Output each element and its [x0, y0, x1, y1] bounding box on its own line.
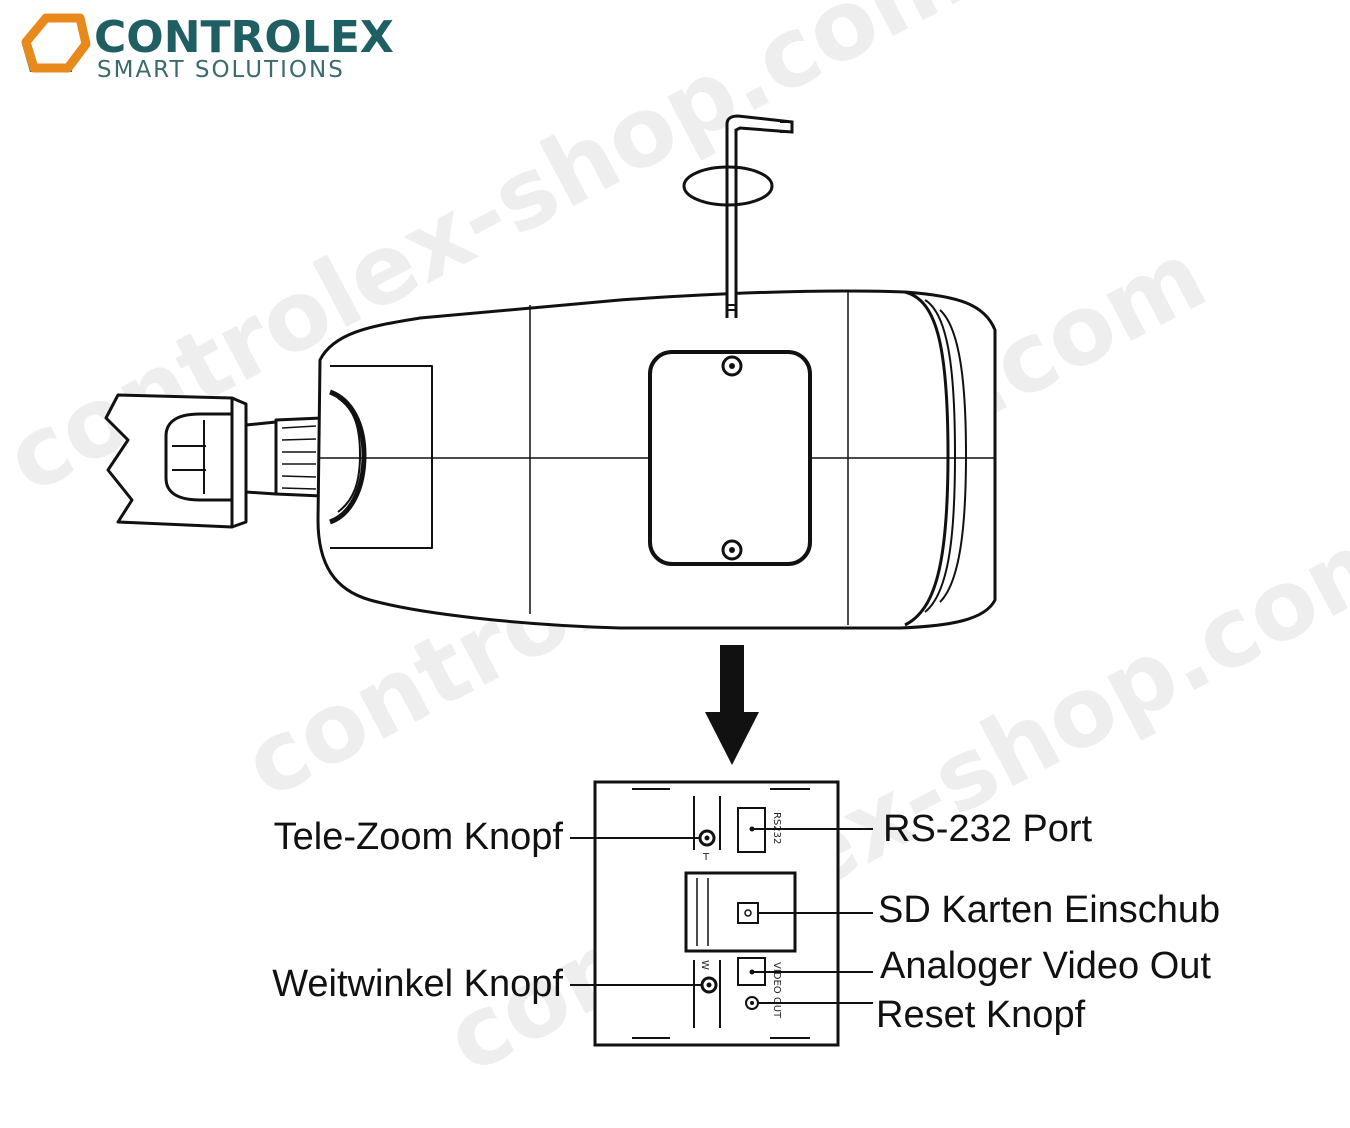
tele-mark: T	[702, 852, 710, 863]
label-rs232: RS-232 Port	[883, 808, 1093, 850]
camera-body	[104, 289, 997, 630]
brand-logo: CONTROLEX SMART SOLUTIONS	[21, 12, 394, 83]
cover-screw-bottom	[721, 539, 743, 561]
label-sd-card: SD Karten Einschub	[878, 889, 1220, 931]
label-tele-zoom: Tele-Zoom Knopf	[274, 816, 564, 858]
allen-key	[725, 114, 794, 318]
brand-name: CONTROLEX	[94, 12, 394, 63]
brand-tagline: SMART SOLUTIONS	[97, 57, 345, 83]
wide-mark: W	[699, 960, 710, 970]
cover-screw-top	[721, 355, 743, 377]
cover-plate	[648, 350, 812, 566]
label-reset: Reset Knopf	[876, 994, 1086, 1036]
controlex-logo-icon	[21, 13, 91, 73]
label-wide-angle: Weitwinkel Knopf	[272, 963, 563, 1005]
video-out-mark: VIDEO OUT	[771, 962, 782, 1019]
label-video-out: Analoger Video Out	[880, 945, 1211, 987]
down-arrow-icon	[705, 645, 759, 765]
rotation-ring	[682, 165, 774, 207]
callout-labels: Tele-Zoom Knopf Weitwinkel Knopf RS-232 …	[272, 808, 1220, 1036]
callout-leaders	[570, 828, 873, 1004]
